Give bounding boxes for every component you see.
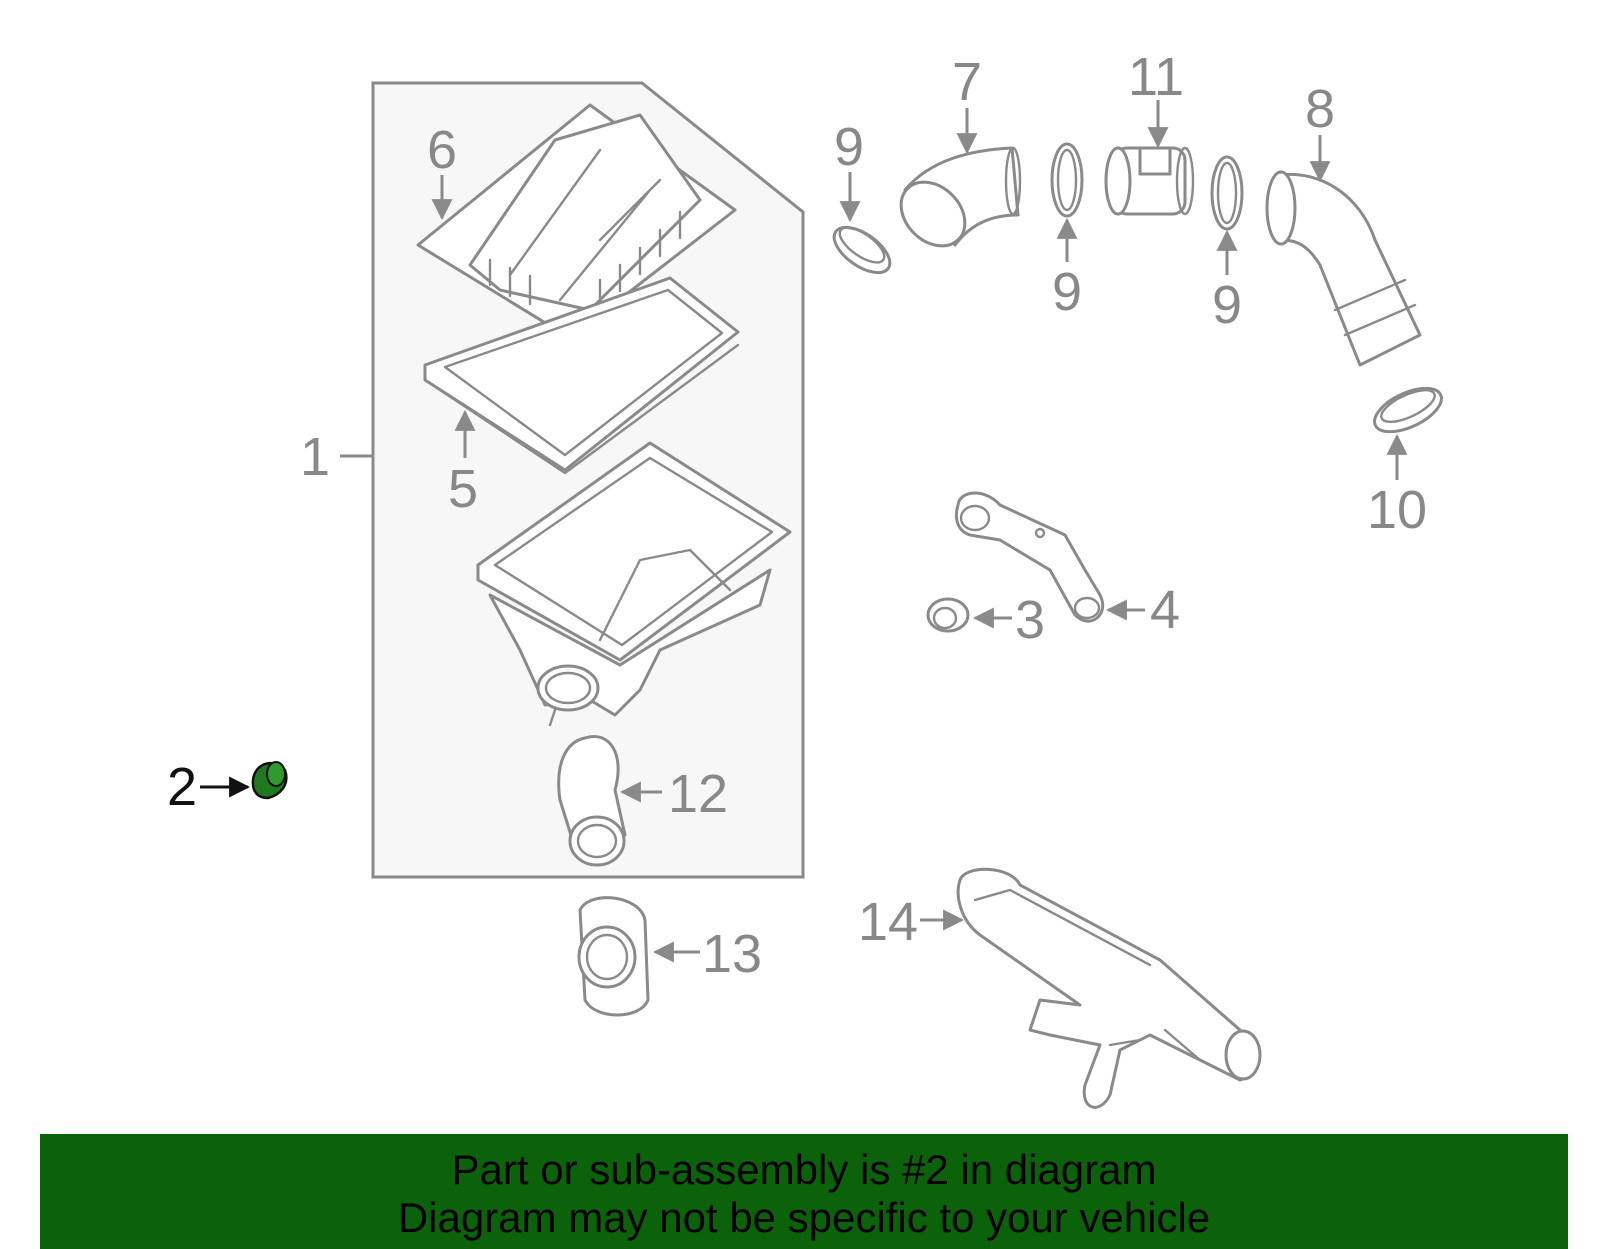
part-1-lower-housing[interactable]: [476, 441, 792, 727]
callout-10: 10: [1367, 480, 1427, 540]
part-11-sensor-housing[interactable]: [1104, 146, 1195, 216]
part-4-bracket[interactable]: [955, 491, 1105, 623]
part-9-clamp-a[interactable]: [827, 219, 898, 282]
callout-9b: 9: [1052, 262, 1082, 322]
callout-8: 8: [1305, 79, 1335, 139]
parts-diagram: 1 2 3 4 5 6 7 8 9 9 9 10 11 12 13 14: [167, 47, 1448, 1109]
part-12-hose[interactable]: [557, 735, 627, 867]
callout-14: 14: [858, 892, 918, 952]
banner-line-1: Part or sub-assembly is #2 in diagram: [451, 1146, 1157, 1193]
part-14-duct[interactable]: [956, 867, 1262, 1109]
callout-4: 4: [1150, 580, 1180, 640]
part-13-adapter[interactable]: [577, 896, 650, 1017]
callout-12: 12: [668, 764, 728, 824]
part-9-clamp-c[interactable]: [1210, 155, 1244, 231]
callout-5: 5: [448, 459, 478, 519]
part-6-upper-cover[interactable]: [416, 103, 737, 340]
part-3-grommet[interactable]: [926, 597, 970, 633]
callout-13: 13: [702, 924, 762, 984]
callout-7: 7: [952, 52, 982, 112]
callout-9a: 9: [834, 117, 864, 177]
callout-6: 6: [427, 120, 457, 180]
callout-3: 3: [1015, 590, 1045, 650]
part-10-clamp[interactable]: [1368, 379, 1448, 440]
part-2-grommet-highlighted[interactable]: [251, 761, 288, 800]
callout-11: 11: [1128, 47, 1184, 107]
info-banner: Part or sub-assembly is #2 in diagram Di…: [40, 1134, 1568, 1249]
part-7-elbow[interactable]: [888, 146, 1022, 259]
callout-2: 2: [167, 757, 197, 817]
part-8-intake-tube[interactable]: [1265, 170, 1422, 367]
callout-9c: 9: [1212, 275, 1242, 335]
banner-line-2: Diagram may not be specific to your vehi…: [397, 1194, 1211, 1241]
part-9-clamp-b[interactable]: [1050, 142, 1084, 218]
callout-1: 1: [300, 427, 330, 487]
